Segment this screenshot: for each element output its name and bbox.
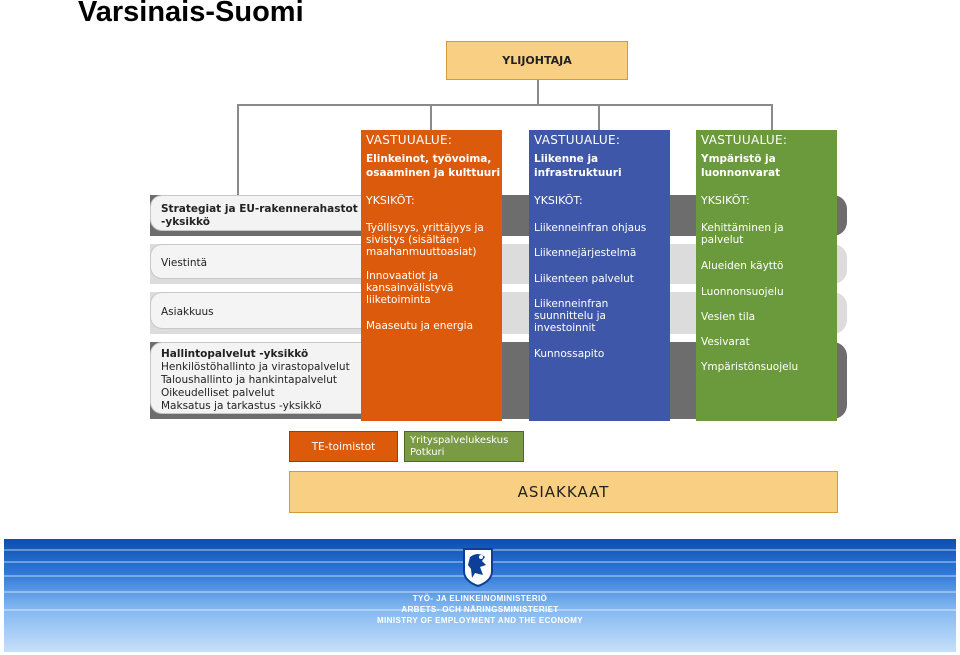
unit-item: Liikenteen palvelut [534,273,634,285]
lion-crest-icon [463,548,493,587]
page-title: Varsinais-Suomi [78,0,304,28]
customers-unit-label: Asiakkuus [161,306,214,318]
ministry-name-sv: ARBETS- OCH NÄRINGSMINISTERIET [401,605,559,614]
column-header: VASTUUALUE: [701,133,788,147]
admin-unit-title: Hallintopalvelut -yksikkö [161,348,309,360]
units-header: YKSIKÖT: [534,194,583,207]
unit-item: Vesivarat [701,336,750,348]
unit-item: Liikenneinfran ohjaus [534,222,647,234]
unit-item: Maaseutu ja energia [366,320,474,332]
strategy-unit-label: Strategiat ja EU-rakennerahastot-yksikkö [161,203,358,228]
unit-item: Kunnossapito [534,348,605,360]
connector-orange-vertical [430,104,432,130]
units-header: YKSIKÖT: [701,194,750,207]
leader-box: YLIJOHTAJA [446,41,628,80]
column-header: VASTUUALUE: [534,133,621,147]
connector-left-vertical [237,104,239,230]
connector-green-vertical [771,104,773,130]
connector-horizontal [237,104,773,106]
connector-blue-vertical [598,104,600,130]
column-business-labour: VASTUUALUE: Elinkeinot, työvoima,osaamin… [361,130,502,421]
connector-leader-vertical [537,80,539,105]
admin-item: Taloushallinto ja hankintapalvelut [161,374,337,386]
admin-item: Maksatus ja tarkastus -yksikkö [161,400,322,412]
customers-box: ASIAKKAAT [289,471,838,513]
unit-item: Ympäristönsuojelu [701,361,799,373]
unit-item: Liikennejärjestelmä [534,247,637,259]
ministry-name-en: MINISTRY OF EMPLOYMENT AND THE ECONOMY [376,616,584,625]
te-offices-box: TE-toimistot [289,431,398,462]
responsibility-area: Elinkeinot, työvoima,osaaminen ja kulttu… [366,153,501,179]
communications-label: Viestintä [161,257,208,269]
unit-item: Vesien tila [701,311,756,323]
column-header: VASTUUALUE: [366,133,453,147]
unit-item: Luonnonsuojelu [701,286,784,298]
admin-item: Henkilöstöhallinto ja virastopalvelut [161,361,350,373]
admin-item: Oikeudelliset palvelut [161,387,275,399]
ministry-name-fi: TYÖ- JA ELINKEINOMINISTERIÖ [412,594,548,603]
admin-unit-block: Hallintopalvelut -yksikkö Henkilöstöhall… [161,348,350,413]
unit-item: Alueiden käyttö [701,260,784,272]
units-header: YKSIKÖT: [366,194,415,207]
